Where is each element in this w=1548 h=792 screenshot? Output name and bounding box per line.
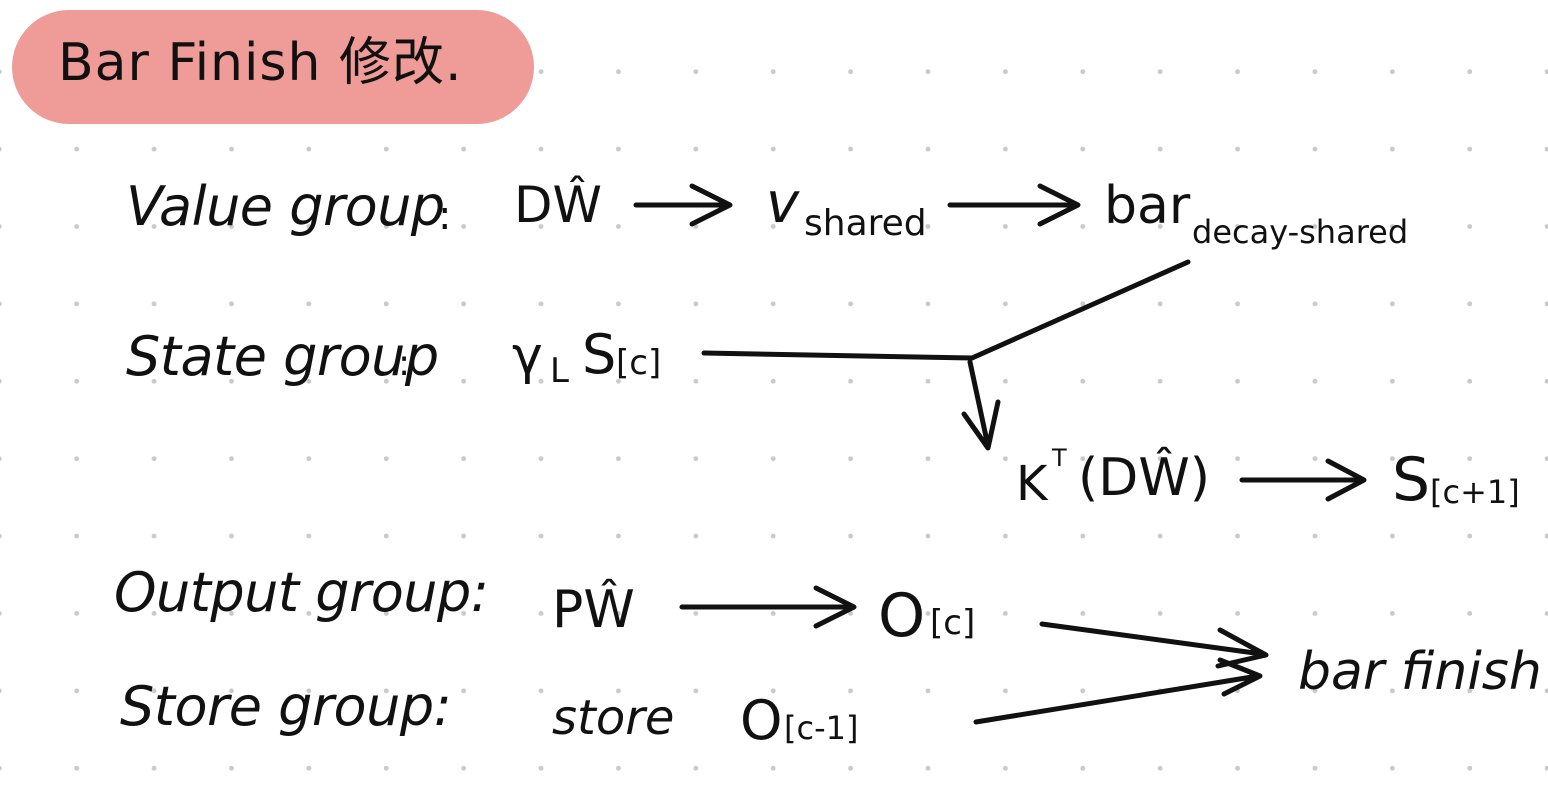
value-group-out: bar bbox=[1104, 176, 1191, 236]
diagram-title: Bar Finish 修改. bbox=[58, 33, 463, 93]
value-group-mid: v bbox=[766, 171, 800, 236]
state-group-gamma-sub: L bbox=[550, 351, 569, 391]
store-group-out: O bbox=[740, 689, 783, 752]
output-group-input: PŴ bbox=[552, 580, 635, 640]
state-group-gamma: γ bbox=[512, 326, 543, 386]
store-group-out-sub: [c-1] bbox=[784, 709, 859, 747]
line-state-to-junction bbox=[701, 350, 975, 361]
merge-paren-expr: (DŴ) bbox=[1078, 448, 1211, 508]
merge-result: S bbox=[1392, 445, 1431, 515]
state-group-s: S bbox=[582, 323, 617, 386]
value-group-input: DŴ bbox=[514, 176, 602, 234]
merge-k: K bbox=[1016, 456, 1048, 512]
bar-finish-target: bar finish bbox=[1298, 642, 1542, 702]
store-group-text: store bbox=[552, 690, 675, 746]
line-bar-to-junction bbox=[969, 259, 1191, 361]
state-group-s-sub: [c] bbox=[616, 343, 662, 383]
output-group-out: O bbox=[878, 581, 926, 651]
state-group-label: State group bbox=[126, 325, 439, 388]
arrow-oc-to-barfinish bbox=[1039, 621, 1269, 669]
output-group-out-sub: [c] bbox=[930, 603, 976, 643]
merge-result-sub: [c+1] bbox=[1430, 473, 1520, 511]
output-group-label: Output group: bbox=[114, 561, 489, 624]
arrow-oc1-to-barfinish bbox=[973, 657, 1263, 725]
arrow-kdw-to-snext bbox=[1239, 458, 1367, 502]
value-group-mid-sub: shared bbox=[804, 203, 927, 244]
state-group-colon: : bbox=[398, 343, 411, 384]
store-group-label: Store group: bbox=[120, 675, 452, 738]
value-group-colon: : bbox=[438, 193, 452, 239]
title-banner: Bar Finish 修改. bbox=[12, 10, 534, 124]
arrow-dw-to-vshared bbox=[633, 183, 733, 227]
value-group-label: Value group bbox=[126, 175, 445, 238]
merge-k-sup: T bbox=[1052, 444, 1067, 472]
value-group-out-sub: decay-shared bbox=[1192, 213, 1409, 251]
arrow-pw-to-oc bbox=[679, 585, 857, 629]
arrow-junction-to-kdw bbox=[961, 359, 1001, 451]
arrow-vshared-to-bar bbox=[947, 183, 1081, 227]
